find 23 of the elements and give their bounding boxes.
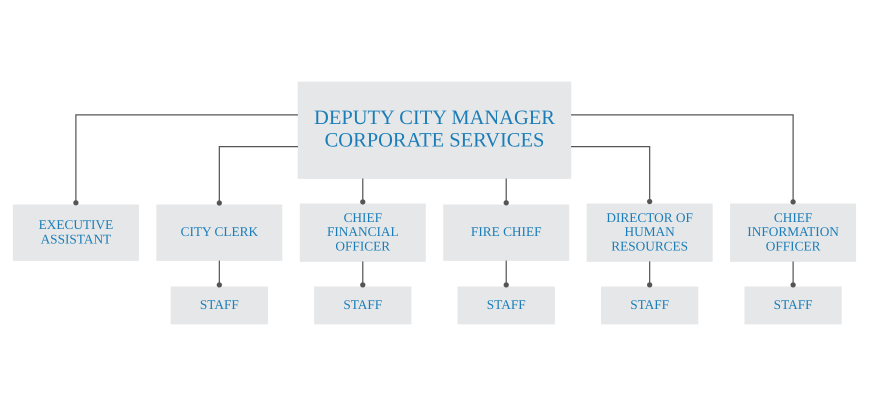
node-box: STAFF xyxy=(314,286,412,324)
connector xyxy=(504,178,509,206)
node-box: CITY CLERK xyxy=(156,204,282,261)
connector xyxy=(360,261,366,288)
node-box: FIRE CHIEF xyxy=(443,204,570,261)
node-box: STAFF xyxy=(458,286,555,324)
connector xyxy=(571,146,652,204)
connector xyxy=(504,260,509,288)
node-box: CHIEF FINANCIAL OFFICER xyxy=(300,204,426,262)
connector xyxy=(360,178,366,205)
connector xyxy=(790,261,796,288)
connector xyxy=(647,261,652,288)
node-box: CHIEF INFORMATION OFFICER xyxy=(730,204,856,262)
connector xyxy=(73,114,298,206)
node-box: EXECUTIVE ASSISTANT xyxy=(12,204,139,261)
node-box: STAFF xyxy=(601,286,698,324)
node-box: STAFF xyxy=(744,286,842,324)
connector xyxy=(216,146,298,206)
connector xyxy=(571,114,796,204)
node-box: DEPUTY CITY MANAGER CORPORATE SERVICES xyxy=(298,82,572,179)
node-box: DIRECTOR OF HUMAN RESOURCES xyxy=(586,204,713,262)
node-box: STAFF xyxy=(170,286,268,324)
connector xyxy=(216,260,222,288)
